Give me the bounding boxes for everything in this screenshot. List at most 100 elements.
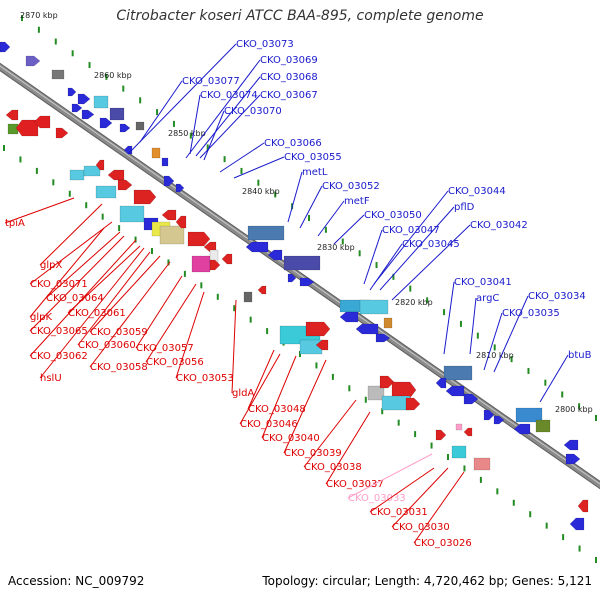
gene-label-cko-03048: CKO_03048 [248, 404, 306, 415]
leader-line-cko-03048 [247, 349, 275, 410]
gene-feature-77 [463, 427, 473, 437]
leader-line-cko-03026 [413, 471, 465, 544]
scale-label-2800-kbp: 2800 kbp [555, 405, 593, 414]
gene-label-cko-03070: CKO_03070 [224, 106, 282, 117]
gene-feature-26 [383, 317, 393, 329]
gene-feature-25 [359, 299, 389, 315]
gene-feature-52 [119, 205, 145, 223]
leader-line-cko-03041 [443, 281, 455, 355]
gene-label-cko-03061: CKO_03061 [68, 308, 126, 319]
gene-label-cko-03057: CKO_03057 [136, 343, 194, 354]
gene-feature-49 [107, 169, 125, 181]
backbone-highlight [0, 65, 600, 485]
leader-line-cko-03066 [219, 142, 265, 173]
gene-feature-15 [161, 157, 169, 167]
leader-line-cko-03073 [127, 43, 237, 155]
gene-label-cko-03064: CKO_03064 [46, 293, 104, 304]
gene-feature-38 [513, 423, 531, 435]
gene-feature-64 [221, 253, 233, 265]
gene-feature-1 [0, 41, 11, 53]
gene-feature-78 [451, 445, 467, 459]
gene-feature-33 [463, 393, 479, 405]
leader-line-btub [539, 354, 569, 403]
leader-line-cko-03074 [189, 94, 201, 155]
gene-feature-2 [25, 55, 41, 67]
leader-line-cko-03046 [239, 353, 281, 425]
leader-line-hslu [39, 247, 145, 379]
gene-feature-46 [69, 169, 85, 181]
leader-line-cko-03064 [45, 231, 121, 299]
leader-line-cko-03060 [77, 251, 151, 346]
leader-line-cko-03030 [391, 467, 449, 528]
gene-feature-65 [257, 285, 267, 295]
gene-feature-37 [535, 419, 551, 433]
leader-line-glpx [39, 203, 103, 266]
gene-label-cko-03031: CKO_03031 [370, 507, 428, 518]
gene-feature-70 [315, 339, 329, 351]
leader-line-cko-03047 [363, 229, 383, 285]
gene-label-cko-03041: CKO_03041 [454, 277, 512, 288]
gene-feature-40 [565, 453, 581, 465]
leader-line-cko-03055 [233, 156, 285, 179]
leader-line-cko-03057 [135, 275, 183, 349]
scale-label-2820-kbp: 2820 kbp [395, 298, 433, 307]
leader-line-cko-03044 [373, 190, 449, 285]
scale-label-2830-kbp: 2830 kbp [317, 243, 355, 252]
gene-feature-50 [117, 179, 133, 191]
gene-label-argc: argC [476, 293, 499, 304]
gene-feature-9 [81, 109, 95, 120]
gene-label-cko-03044: CKO_03044 [448, 186, 506, 197]
gene-feature-51 [95, 185, 117, 199]
gene-label-cko-03068: CKO_03068 [260, 72, 318, 83]
gene-feature-21 [283, 255, 321, 271]
leader-line-argc [469, 297, 477, 355]
gene-feature-57 [161, 209, 177, 221]
gene-feature-29 [375, 333, 391, 343]
gene-label-cko-03035: CKO_03035 [502, 308, 560, 319]
gene-feature-16 [163, 175, 175, 187]
gene-label-cko-03033: CKO_03033 [348, 493, 406, 504]
leader-line-cko-03039 [283, 359, 327, 454]
gene-feature-23 [299, 277, 315, 287]
gene-feature-42 [7, 123, 19, 135]
gene-label-cko-03042: CKO_03042 [470, 220, 528, 231]
gene-feature-47 [83, 165, 101, 177]
scale-label-2870-kbp: 2870 kbp [20, 11, 58, 20]
gene-feature-69 [305, 321, 331, 337]
gene-label-cko-03047: CKO_03047 [382, 225, 440, 236]
gene-feature-43 [15, 119, 39, 137]
gene-label-cko-03058: CKO_03058 [90, 362, 148, 373]
leader-line-glpk [29, 227, 105, 318]
gene-label-metf: metF [344, 196, 370, 207]
accession-label: Accession: NC_009792 [8, 574, 145, 588]
gene-feature-5 [77, 93, 91, 105]
gene-feature-58 [175, 215, 187, 229]
gene-feature-45 [55, 127, 69, 139]
scale-label-2810-kbp: 2810 kbp [476, 351, 514, 360]
gene-feature-7 [109, 107, 125, 121]
gene-feature-10 [99, 117, 113, 129]
gene-feature-80 [473, 457, 491, 471]
leader-line-cko-03031 [369, 467, 435, 513]
gene-label-cko-03066: CKO_03066 [264, 138, 322, 149]
leader-line-cko-03071 [29, 221, 113, 285]
scale-label-2860-kbp: 2860 kbp [94, 71, 132, 80]
gene-label-glda: gldA [232, 388, 254, 399]
gene-feature-79 [455, 423, 463, 431]
gene-label-glpk: glpK [30, 312, 52, 323]
gene-feature-34 [483, 409, 495, 421]
gene-feature-30 [443, 365, 473, 381]
gene-feature-20 [267, 249, 283, 261]
gene-label-cko-03052: CKO_03052 [322, 181, 380, 192]
gene-feature-48 [95, 159, 105, 171]
leader-line-pfld [379, 206, 455, 291]
gene-feature-31 [435, 377, 447, 389]
gene-feature-44 [33, 115, 51, 129]
gene-label-glpx: glpX [40, 260, 62, 271]
gene-label-cko-03026: CKO_03026 [414, 538, 472, 549]
gene-label-cko-03067: CKO_03067 [260, 90, 318, 101]
gene-feature-73 [391, 381, 417, 399]
gene-label-btub: btuB [568, 350, 592, 361]
leader-line-metl [287, 171, 303, 223]
